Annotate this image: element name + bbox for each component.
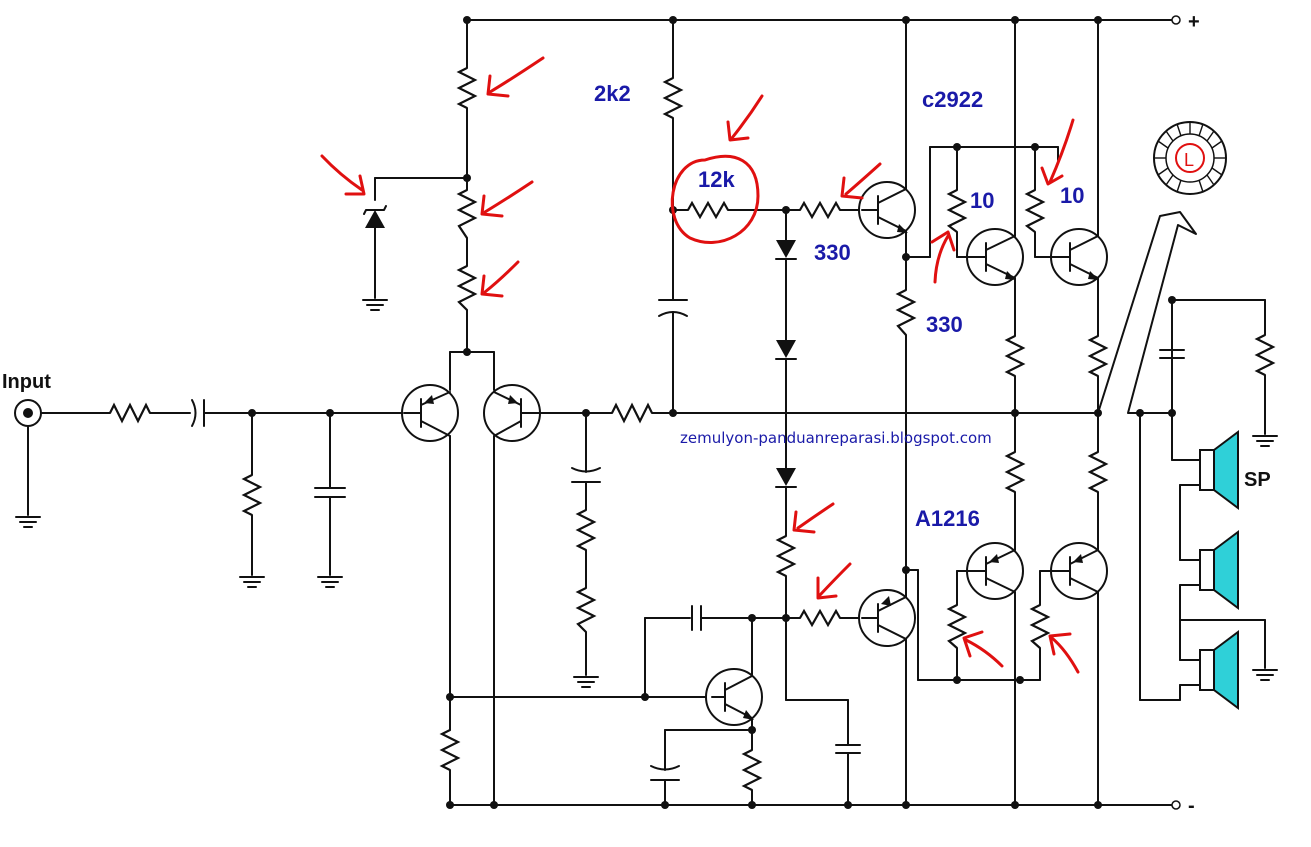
output-transistor-npn-1 <box>966 228 1024 286</box>
output-transistor-pnp-2 <box>1039 542 1108 600</box>
output-base-resistor-10-a <box>946 189 968 233</box>
output-base-resistor-pnp-1 <box>946 604 968 649</box>
output-transistor-pnp-1 <box>956 542 1024 600</box>
bias-diode-1 <box>775 240 797 260</box>
positive-rail <box>466 15 1181 25</box>
vas-capacitor <box>835 744 861 754</box>
speaker-2 <box>1199 530 1239 610</box>
emitter-resistor-npn-1 <box>1004 335 1026 377</box>
label-10-a: 10 <box>970 188 994 213</box>
ground-symbol <box>362 299 388 311</box>
input-label: Input <box>2 371 51 393</box>
ground-symbol <box>1252 669 1278 681</box>
ground-symbol <box>573 676 599 688</box>
emitter-resistor-npn-2 <box>1087 335 1109 377</box>
zener-diode <box>363 205 387 228</box>
input-jack <box>14 399 42 427</box>
label-c2922: c2922 <box>922 87 983 112</box>
feedback-resistor <box>611 402 653 424</box>
ground-symbol <box>317 576 343 588</box>
driver-transistor-upper <box>858 181 916 239</box>
input-resistor <box>109 402 151 424</box>
driver-transistor-lower <box>858 589 916 647</box>
bias-resistor-low <box>456 265 478 311</box>
input-shunt-capacitor <box>314 487 346 498</box>
red-annotation-arrows <box>320 56 1080 674</box>
website-watermark: zemulyon-panduanreparasi.blogspot.com <box>680 429 992 447</box>
label-10-b: 10 <box>1060 183 1084 208</box>
minus-terminal-label: - <box>1188 795 1195 817</box>
input-ground <box>15 425 41 528</box>
label-2k2: 2k2 <box>594 81 631 106</box>
output-inductor-coil <box>1153 121 1227 195</box>
output-base-resistor-pnp-2 <box>1029 604 1051 649</box>
inductor-label: L <box>1184 150 1194 170</box>
negative-rail <box>449 800 1181 810</box>
ground-symbol <box>1252 435 1278 447</box>
plus-terminal-label: + <box>1188 11 1200 33</box>
input-transistor-q1 <box>401 384 459 442</box>
inductor-leads <box>1097 211 1197 414</box>
bias-trim-resistor <box>775 535 797 577</box>
zobel-resistor <box>1254 334 1276 376</box>
speaker-1 <box>1199 430 1239 510</box>
vas-transistor <box>705 668 763 726</box>
emitter-resistor-pnp-2 <box>1087 451 1109 493</box>
input-capacitor <box>191 399 205 427</box>
bias-diode-2 <box>775 340 797 360</box>
label-a1216: A1216 <box>915 506 980 531</box>
label-12k: 12k <box>698 167 735 192</box>
emitter-resistor-pnp-1 <box>1004 451 1026 493</box>
input-transistor-q2 <box>483 384 541 442</box>
bias-diode-3 <box>775 468 797 488</box>
feedback-resistor-lower-a <box>575 509 597 551</box>
driver-resistor-330 <box>895 289 917 336</box>
speaker-label: SP <box>1244 469 1271 491</box>
feedback-resistor-lower-b <box>575 587 597 633</box>
output-base-resistor-10-b <box>1024 189 1046 233</box>
tail-resistor <box>439 729 461 771</box>
zobel-capacitor <box>1159 349 1185 359</box>
label-330-b: 330 <box>926 312 963 337</box>
bias-resistor-top <box>456 67 478 109</box>
resistor-330-base-upper <box>799 200 841 220</box>
resistor-330-base-lower <box>799 608 841 628</box>
input-shunt-resistor <box>241 474 263 516</box>
vas-emitter-resistor <box>741 749 763 791</box>
resistor-2k2 <box>662 77 684 119</box>
output-transistor-npn-2 <box>1050 228 1108 286</box>
bias-resistor-mid <box>456 189 478 239</box>
label-330-a: 330 <box>814 240 851 265</box>
miller-capacitor <box>691 605 702 631</box>
resistor-12k <box>687 200 729 220</box>
ground-symbol <box>239 576 265 588</box>
speaker-3 <box>1199 630 1239 710</box>
